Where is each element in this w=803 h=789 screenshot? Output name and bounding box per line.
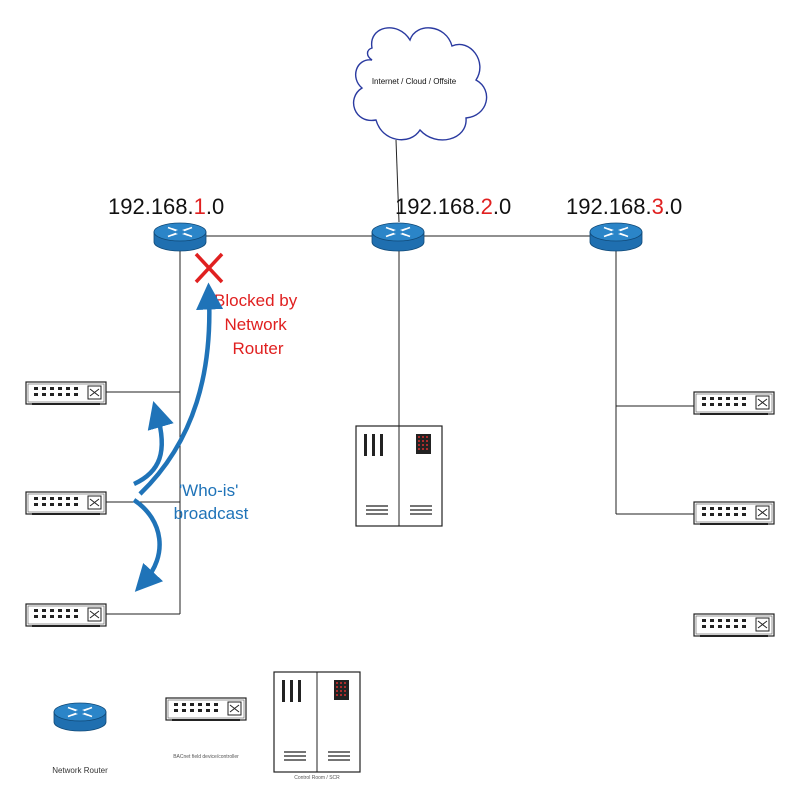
cloud-icon: Internet / Cloud / Offsite xyxy=(352,27,488,141)
router-icon[interactable] xyxy=(153,222,207,252)
legend: Network Router BACnet field device/contr… xyxy=(52,671,361,781)
blocked-x-icon xyxy=(194,252,224,284)
network-label-3: 192.168.3.0 xyxy=(566,194,682,219)
switch-icon[interactable] xyxy=(25,491,107,515)
switch-icon[interactable] xyxy=(693,391,775,415)
legend-device-label: BACnet field device/controller xyxy=(173,754,239,760)
legend-server-icon xyxy=(273,671,361,773)
network-label-1: 192.168.1.0 xyxy=(108,194,224,219)
router-icon[interactable] xyxy=(589,222,643,252)
wire-cloud-router2 xyxy=(395,139,400,223)
wires xyxy=(106,139,694,615)
legend-router-icon xyxy=(53,702,107,732)
switch-icon[interactable] xyxy=(25,603,107,627)
network-label-2: 192.168.2.0 xyxy=(395,194,511,219)
blocked-label: Blocked by Network Router xyxy=(214,291,302,358)
switch-icon[interactable] xyxy=(693,613,775,637)
broadcast-arrow-icon xyxy=(132,282,224,592)
switch-icon[interactable] xyxy=(693,501,775,525)
legend-switch-icon xyxy=(165,697,247,721)
legend-server-label: Control Room / SCR xyxy=(294,775,340,781)
cloud-label: Internet / Cloud / Offsite xyxy=(372,77,457,86)
server-rack-icon[interactable] xyxy=(355,425,443,527)
switch-icon[interactable] xyxy=(25,381,107,405)
router-icon[interactable] xyxy=(371,222,425,252)
broadcast-label: 'Who-is' broadcast xyxy=(174,481,249,523)
legend-router-label: Network Router xyxy=(52,766,108,775)
